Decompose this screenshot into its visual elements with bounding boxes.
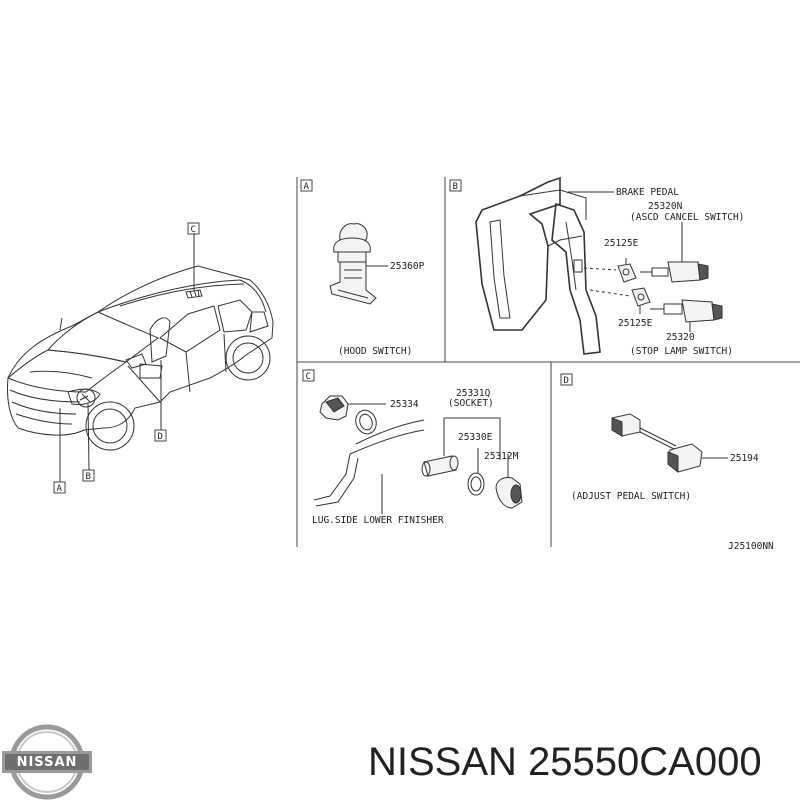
svg-text:(STOP LAMP SWITCH): (STOP LAMP SWITCH) [630, 346, 733, 357]
panel-grid-lines [296, 177, 800, 547]
svg-text:25330E: 25330E [458, 432, 493, 443]
svg-text:25320N: 25320N [648, 201, 683, 212]
svg-text:D: D [564, 376, 569, 386]
svg-text:B: B [453, 182, 458, 192]
vehicle-callout-b: B [82, 469, 95, 482]
panel-c-socket: C 25334 LUG.SIDE LOWER FINISHER 25331Q (… [302, 369, 523, 526]
svg-text:25125E: 25125E [604, 238, 639, 249]
panel-d-adjust-pedal-switch: D 25194 (ADJUST PEDAL SWITCH) [560, 373, 759, 502]
vehicle-leader-lines [59, 233, 195, 482]
svg-text:(ADJUST PEDAL SWITCH): (ADJUST PEDAL SWITCH) [571, 491, 691, 502]
svg-text:B: B [86, 472, 91, 482]
svg-text:NISSAN: NISSAN [17, 755, 78, 770]
part-caption: NISSAN 25550CA000 [368, 740, 762, 784]
svg-text:BRAKE PEDAL: BRAKE PEDAL [616, 187, 679, 198]
vehicle-callout-d: D [154, 429, 167, 442]
svg-text:25125E: 25125E [618, 318, 653, 329]
svg-text:(SOCKET): (SOCKET) [448, 398, 494, 409]
svg-text:(HOOD SWITCH): (HOOD SWITCH) [338, 346, 412, 357]
drawing-code: J25100NN [728, 541, 774, 552]
panel-a-hood-switch: A 25360P (HOOD SWITCH) [300, 179, 425, 357]
nissan-logo: NISSAN [2, 724, 92, 800]
svg-text:25312M: 25312M [484, 451, 519, 462]
svg-text:25194: 25194 [730, 453, 759, 464]
svg-text:25334: 25334 [390, 399, 419, 410]
panel-b-brake-pedal: B BRAKE PEDAL 25320N (ASCD CANCEL SWITCH… [449, 176, 744, 357]
svg-text:LUG.SIDE LOWER FINISHER: LUG.SIDE LOWER FINISHER [312, 515, 444, 526]
svg-text:25331Q: 25331Q [456, 388, 491, 399]
svg-text:C: C [191, 225, 196, 235]
svg-text:(ASCD CANCEL SWITCH): (ASCD CANCEL SWITCH) [630, 212, 744, 223]
svg-text:25320: 25320 [666, 332, 695, 343]
svg-text:D: D [158, 432, 163, 442]
svg-text:C: C [306, 372, 311, 382]
svg-text:A: A [57, 484, 63, 494]
vehicle-illustration [7, 265, 274, 451]
svg-text:A: A [304, 182, 310, 192]
vehicle-callout-c: C [187, 222, 200, 235]
svg-text:25360P: 25360P [390, 261, 425, 272]
vehicle-callout-a: A [53, 481, 66, 494]
